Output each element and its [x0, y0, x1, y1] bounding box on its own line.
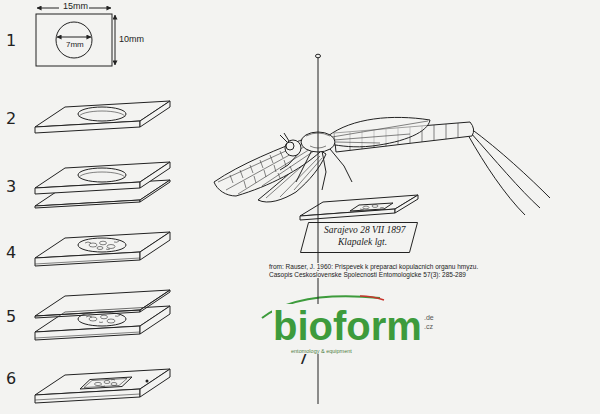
filled-card	[35, 232, 170, 266]
label-text: Sarajevo 28 VII 1897	[324, 225, 408, 237]
card-and-base-plate	[35, 162, 170, 208]
citation-text: Casopis Ceskoslovenske Spolecnosti Entom…	[268, 271, 467, 278]
dimension-label: 7mm	[66, 41, 84, 50]
step-number: 3	[6, 178, 16, 196]
step-number: 5	[6, 308, 16, 326]
step-number: 4	[6, 244, 16, 262]
specimen-label: Sarajevo 28 VII 1897Klapalek lgt.	[300, 222, 418, 253]
step-number: 1	[6, 32, 16, 50]
dimension-label: 15mm	[63, 2, 88, 12]
label-text: Klapalek lgt.	[338, 237, 408, 249]
card-with-cover-glass	[35, 290, 170, 340]
step-number: 6	[6, 370, 16, 388]
logo-swoosh	[360, 296, 384, 300]
card-outline	[36, 8, 115, 66]
citation-text: from: Rauser, J. 1960: Prispevek k prepa…	[268, 263, 479, 270]
logo-domain: .cz	[424, 323, 433, 331]
insect-drawing	[214, 117, 550, 215]
card-plate	[35, 101, 170, 133]
step-number: 2	[6, 110, 16, 128]
finished-card	[35, 369, 170, 403]
logo-tagline: entomology & equipment	[290, 348, 353, 354]
logo-wordmark: bioform	[272, 304, 423, 348]
dimension-label: 10mm	[119, 35, 144, 45]
logo-domain: .de	[424, 314, 434, 322]
